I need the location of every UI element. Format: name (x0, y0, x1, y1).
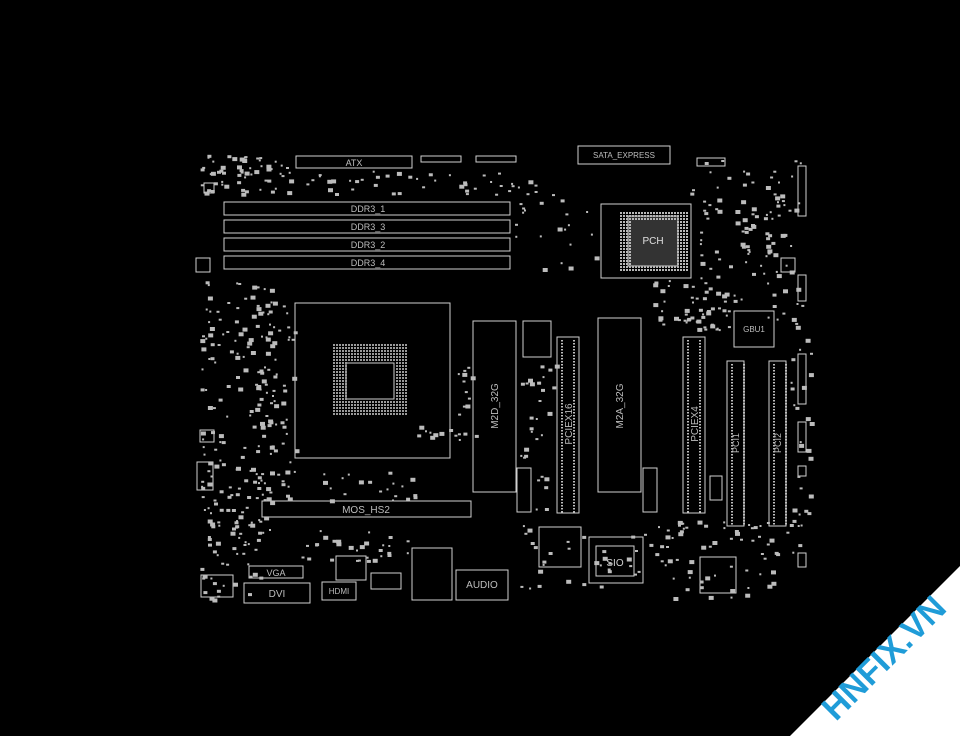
cpu-socket (294, 302, 451, 459)
m2d-slot (472, 320, 517, 493)
atx-label: ATX (346, 158, 363, 168)
dvi-label: DVI (269, 589, 286, 600)
sata-express-connector (577, 145, 671, 165)
pciex16-slot (556, 336, 580, 514)
dimm-slot-3 (223, 219, 511, 234)
gbu-label: GBU1 (743, 325, 765, 334)
audio-connector (455, 569, 509, 601)
dimm-label-3: DDR3_3 (351, 222, 386, 232)
dimm-slot-2 (223, 237, 511, 252)
pch-label: PCH (642, 236, 663, 247)
dimm-slot-4 (223, 255, 511, 270)
gbu-chip (733, 310, 775, 348)
pciex4-label: PCIEX4 (690, 406, 701, 442)
m2d-label: M2D_32G (490, 383, 501, 429)
audio-label: AUDIO (466, 580, 498, 591)
hdmi-label: HDMI (329, 587, 349, 596)
vga-label: VGA (266, 568, 285, 578)
pci1-label: PCI1 (731, 433, 741, 453)
pch-ball-grid (620, 212, 688, 271)
dimm-slot-1 (223, 201, 511, 216)
m2a-slot (597, 317, 642, 493)
vga-connector (248, 565, 304, 579)
sio-chip (588, 536, 644, 584)
slot-pins (561, 340, 787, 525)
small-components (200, 154, 815, 603)
dvi-connector (243, 582, 311, 604)
pciex16-label: PCIEX16 (564, 403, 575, 445)
atx-connector (295, 155, 413, 169)
dimm-label-1: DDR3_1 (351, 204, 386, 214)
sata-express-label: SATA_EXPRESS (593, 151, 655, 160)
pch-chip (600, 203, 692, 279)
cpu-pin-field (333, 344, 407, 415)
pci2-label: PCI2 (773, 433, 783, 453)
m2a-label: M2A_32G (615, 383, 626, 428)
mos-heatsink (261, 500, 472, 518)
dimm-label-2: DDR3_2 (351, 240, 386, 250)
mos-label: MOS_HS2 (342, 505, 390, 516)
dimm-label-4: DDR3_4 (351, 258, 386, 268)
sio-label: SIO (606, 558, 623, 569)
pciex4-slot (682, 336, 706, 514)
watermark-ribbon: HNFIX.VN (790, 566, 960, 736)
hdmi-connector (321, 581, 357, 601)
